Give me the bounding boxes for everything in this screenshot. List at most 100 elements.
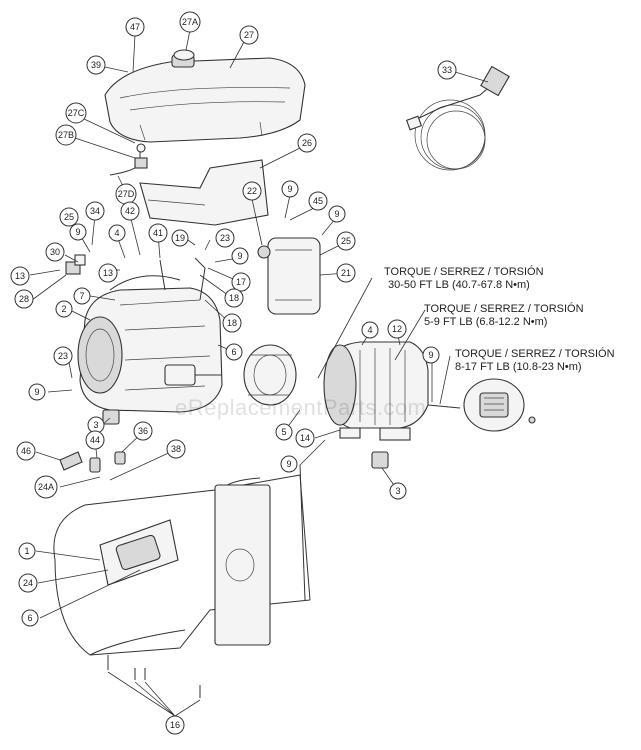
- fuel-cap: [173, 49, 195, 61]
- callout: 17: [231, 272, 251, 292]
- callout: 34: [85, 201, 105, 221]
- callout: 27: [239, 25, 259, 45]
- svg-text:3: 3: [395, 486, 400, 496]
- torque-note-value: 8-17 FT LB (10.8-23 N•m): [455, 361, 582, 373]
- callout: 46: [16, 441, 36, 461]
- callout: 36: [133, 421, 153, 441]
- callout: 18: [224, 288, 244, 308]
- svg-text:46: 46: [21, 446, 31, 456]
- svg-text:27D: 27D: [118, 189, 135, 199]
- svg-text:27: 27: [244, 30, 254, 40]
- svg-text:6: 6: [27, 613, 32, 623]
- callout: 27D: [115, 183, 137, 205]
- svg-text:34: 34: [90, 206, 100, 216]
- svg-text:9: 9: [287, 184, 292, 194]
- svg-text:5: 5: [281, 427, 286, 437]
- callout: 6: [225, 343, 243, 361]
- callout: 47: [125, 17, 145, 37]
- svg-text:9: 9: [334, 209, 339, 219]
- callout: 24A: [34, 475, 58, 499]
- svg-text:9: 9: [428, 350, 433, 360]
- callout: 6: [21, 609, 39, 627]
- callout: 9: [422, 346, 440, 364]
- callout: 14: [295, 428, 315, 448]
- callout: 30: [45, 242, 65, 262]
- svg-text:9: 9: [75, 227, 80, 237]
- outlet-cover: [59, 451, 83, 471]
- callout: 24: [18, 573, 38, 593]
- svg-text:23: 23: [220, 233, 230, 243]
- svg-text:9: 9: [237, 251, 242, 261]
- svg-text:47: 47: [130, 22, 140, 32]
- breaker: [89, 457, 101, 473]
- svg-text:45: 45: [313, 196, 323, 206]
- rotor-bolt: [427, 404, 461, 409]
- svg-text:7: 7: [79, 291, 84, 301]
- callout: 18: [222, 313, 242, 333]
- svg-text:18: 18: [229, 293, 239, 303]
- svg-text:17: 17: [236, 277, 246, 287]
- fuel-valve: [109, 143, 148, 176]
- svg-text:22: 22: [247, 186, 257, 196]
- callout: 25: [59, 207, 79, 227]
- svg-text:39: 39: [91, 60, 101, 70]
- watermark: eReplacementParts.com: [175, 395, 427, 420]
- svg-text:1: 1: [24, 546, 29, 556]
- switch: [114, 451, 126, 465]
- svg-text:23: 23: [58, 351, 68, 361]
- svg-text:26: 26: [302, 138, 312, 148]
- callout: 1: [18, 542, 36, 560]
- callout: 16: [165, 715, 185, 735]
- callout: 26: [297, 133, 317, 153]
- svg-text:24: 24: [23, 578, 33, 588]
- heat-shield: [139, 159, 269, 226]
- torque-note-value: 30-50 FT LB (40.7-67.8 N•m): [388, 279, 530, 291]
- callout: 12: [387, 319, 407, 339]
- callout: 23: [53, 346, 73, 366]
- svg-text:38: 38: [171, 444, 181, 454]
- torque-note-cylinder-head: TORQUE / SERREZ / TORSIÓN 30-50 FT LB (4…: [384, 266, 544, 292]
- svg-text:27C: 27C: [68, 108, 85, 118]
- callout-bubbles: 47 27A 27 39 27C 27B 26 27D 22 9 45 9 25…: [10, 11, 457, 735]
- linkage: [65, 254, 206, 301]
- callout: 3: [87, 416, 105, 434]
- svg-text:27B: 27B: [58, 130, 74, 140]
- svg-text:41: 41: [153, 228, 163, 238]
- torque-note-alternator: TORQUE / SERREZ / TORSIÓN 5-9 FT LB (6.8…: [424, 303, 584, 329]
- callout: 27C: [65, 102, 87, 124]
- callout: 9: [328, 205, 346, 223]
- callout: 13: [98, 263, 118, 283]
- power-cord: [405, 65, 510, 171]
- callout: 28: [14, 289, 34, 309]
- callout: 27A: [179, 11, 201, 33]
- svg-text:2: 2: [61, 304, 66, 314]
- feet-screws: [107, 655, 201, 698]
- callout: 25: [336, 231, 356, 251]
- callout: 5: [275, 423, 293, 441]
- frame: [53, 464, 311, 656]
- svg-text:13: 13: [15, 271, 25, 281]
- callout: 42: [120, 201, 140, 221]
- alternator: [323, 341, 429, 441]
- svg-text:28: 28: [19, 294, 29, 304]
- svg-text:21: 21: [341, 268, 351, 278]
- callout: 4: [361, 321, 379, 339]
- cover-screw: [528, 416, 536, 424]
- svg-text:27A: 27A: [182, 17, 198, 27]
- callout: 45: [308, 191, 328, 211]
- callout: 9: [281, 180, 299, 198]
- callout: 4: [108, 224, 126, 242]
- svg-text:19: 19: [175, 233, 185, 243]
- callout: 9: [69, 223, 87, 241]
- callout: 3: [389, 482, 407, 500]
- svg-text:9: 9: [286, 459, 291, 469]
- callout: 21: [336, 263, 356, 283]
- callout: 2: [55, 300, 73, 318]
- svg-text:44: 44: [90, 435, 100, 445]
- callout: 7: [73, 287, 91, 305]
- svg-text:36: 36: [138, 426, 148, 436]
- callout: 44: [85, 430, 105, 450]
- callout: 39: [86, 55, 106, 75]
- svg-text:6: 6: [231, 347, 236, 357]
